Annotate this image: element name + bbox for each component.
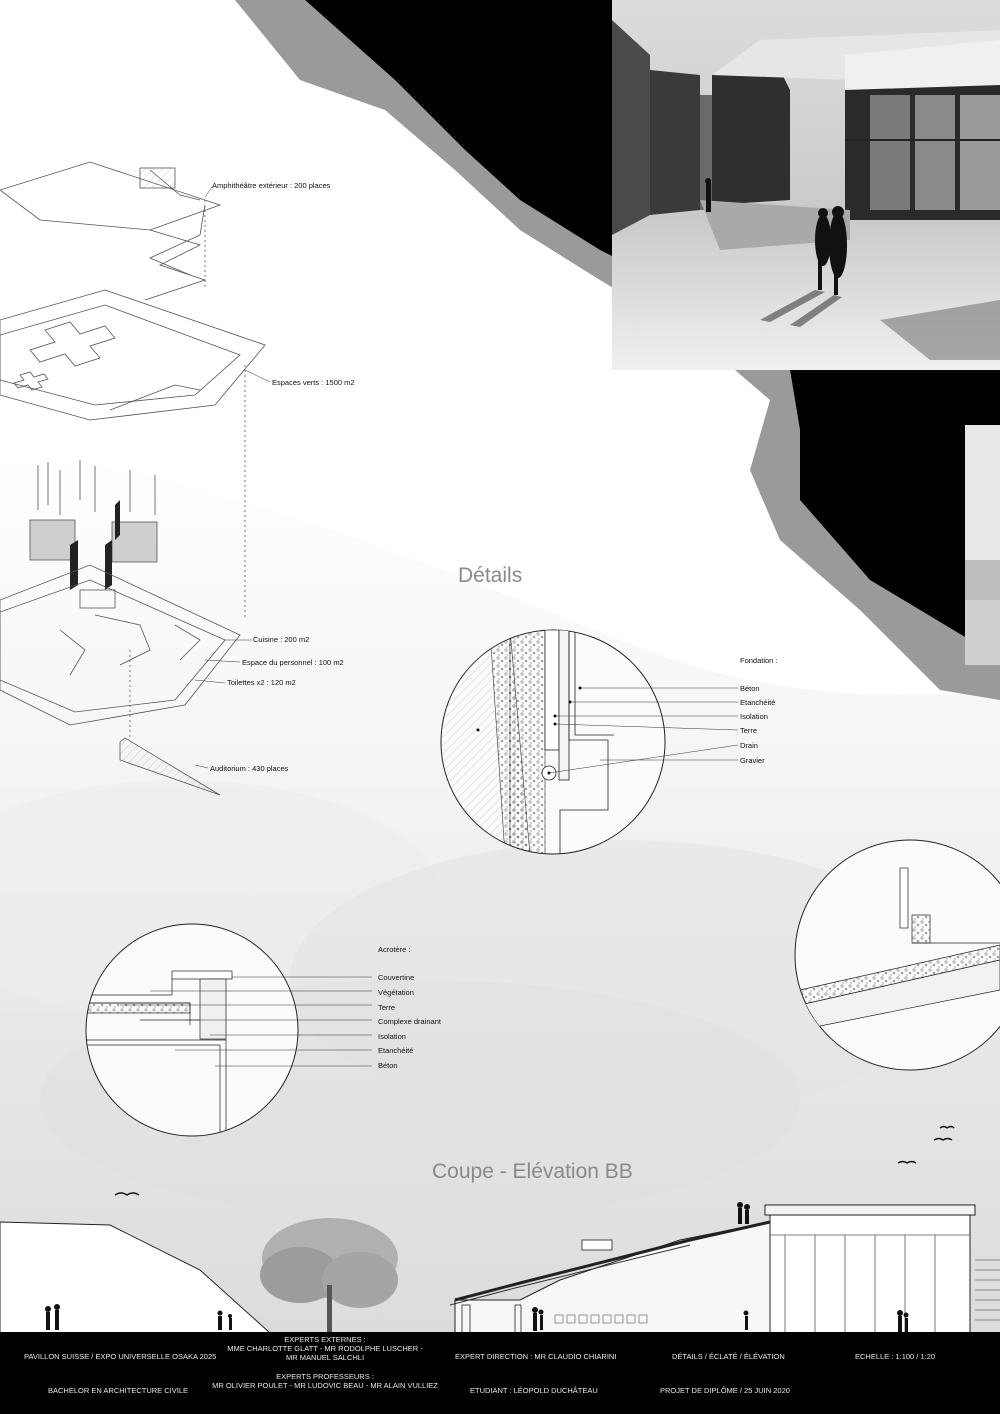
label-auditorium: Auditorium : 430 places (210, 764, 289, 773)
foundation-layer: Isolation (740, 712, 768, 721)
foundation-heading: Fondation : (740, 656, 778, 665)
render-courtyard (612, 0, 1000, 370)
acroterion-layer: Couvertine (378, 973, 415, 982)
foundation-layer: Terre (740, 726, 758, 735)
footer-diploma: PROJET DE DIPLÔME / 25 JUIN 2020 (660, 1386, 790, 1395)
footer-content: DÉTAILS / ÉCLATÉ / ÉLÉVATION (672, 1352, 785, 1361)
label-amphitheatre: Amphithéâtre extérieur : 200 places (212, 181, 331, 190)
acroterion-layer: Complexe drainant (378, 1017, 441, 1026)
exploded-axonometry (0, 161, 266, 796)
footer-professors-line1: MR OLIVIER POULET - MR LUDOVIC BEAU - MR… (212, 1381, 438, 1390)
footer-scale: ECHELLE : 1:100 / 1:20 (855, 1352, 936, 1361)
acroterion-layer: Béton (378, 1061, 398, 1070)
footer-project: PAVILLON SUISSE / EXPO UNIVERSELLE OSAKA… (24, 1352, 217, 1361)
foundation-layer: Gravier (740, 756, 765, 765)
details-title: Détails (458, 564, 523, 587)
render-lake (965, 425, 1000, 665)
label-kitchen: Cuisine : 200 m2 (253, 635, 310, 644)
footer-external-line2: MR MANUEL SALCHLI (285, 1353, 365, 1362)
section-elevation (0, 1125, 1000, 1334)
footer-external-line1: MME CHARLOTTE GLATT - MR RODOLPHE LUSCHE… (227, 1344, 423, 1353)
section-title: Coupe - Elévation BB (432, 1160, 633, 1183)
acroterion-heading: Acrotère : (378, 945, 411, 954)
label-staff: Espace du personnel : 100 m2 (242, 658, 344, 667)
acroterion-layer: Terre (378, 1003, 396, 1012)
label-green-spaces: Espaces verts : 1500 m2 (272, 378, 355, 387)
title-block: PAVILLON SUISSE / EXPO UNIVERSELLE OSAKA… (0, 1333, 1000, 1414)
acroterion-layer: Végétation (378, 988, 414, 997)
acroterion-layer: Etanchéité (378, 1046, 414, 1055)
foundation-layer: Béton (740, 684, 760, 693)
foundation-layer: Drain (740, 741, 758, 750)
label-toilets: Toilettes x2 : 120 m2 (227, 678, 296, 687)
detail-roof-edge (794, 839, 1000, 1071)
footer-external-title: EXPERTS EXTERNES : (284, 1335, 366, 1344)
footer-degree: BACHELOR EN ARCHITECTURE CIVILE (48, 1386, 189, 1395)
footer-professors-title: EXPERTS PROFESSEURS : (276, 1372, 374, 1381)
footer-direction: EXPERT DIRECTION : MR CLAUDIO CHIARINI (455, 1352, 617, 1361)
acroterion-layer: Isolation (378, 1032, 406, 1041)
footer-student: ETUDIANT : LÉOPOLD DUCHÂTEAU (470, 1386, 598, 1395)
detail-acroterion (85, 923, 372, 1137)
foundation-layer: Etanchéité (740, 698, 776, 707)
